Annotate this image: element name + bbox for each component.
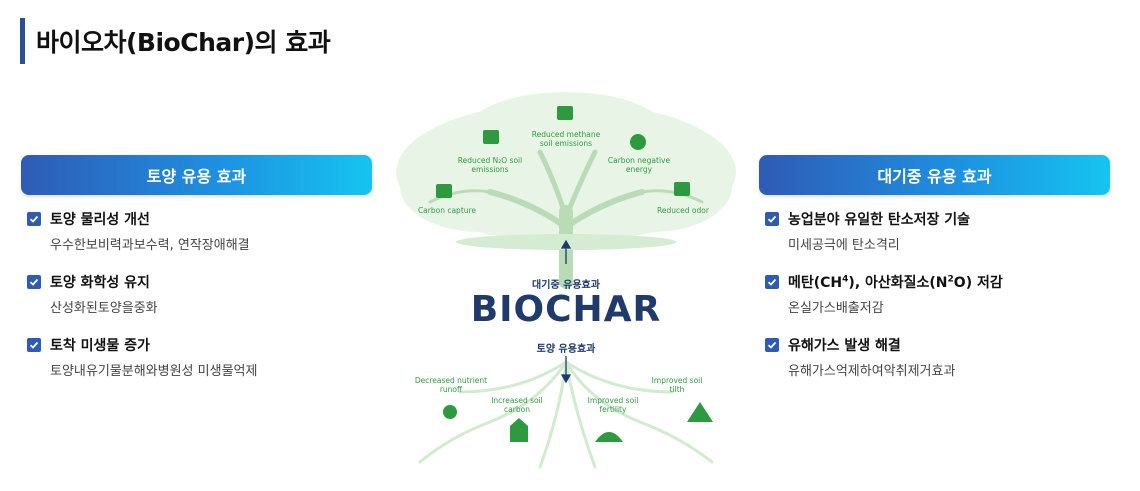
page-title: 바이오차(BioChar)의 효과	[36, 28, 331, 57]
benefit-label: Reduced odor	[657, 206, 709, 215]
item-title: 토착 미생물 증가	[50, 338, 150, 354]
list-item: 유해가스 발생 해결 유해가스억제하여악취제거효과	[759, 334, 1110, 397]
benefit-label: Carbon capture	[417, 206, 477, 215]
item-title: 토양 물리성 개선	[50, 212, 150, 228]
atmosphere-effect-label: 대기중 유용효과	[532, 280, 600, 291]
list-item: 메탄(CH4), 아산화질소(N2O) 저감 온실가스배출저감	[759, 271, 1110, 334]
item-description: 온실가스배출저감	[788, 301, 884, 316]
item-description: 미세공극에 탄소격리	[788, 238, 900, 253]
list-item: 농업분야 유일한 탄소저장 기술 미세공극에 탄소격리	[759, 208, 1110, 271]
soil-benefits-header: 토양 유용 효과	[21, 155, 372, 195]
ch4-icon	[557, 106, 573, 120]
page-header: 바이오차(BioChar)의 효과	[20, 18, 331, 64]
checkbox-icon	[765, 275, 779, 289]
item-title: 유해가스 발생 해결	[788, 338, 901, 354]
atmosphere-benefits-panel: 대기중 유용 효과 농업분야 유일한 탄소저장 기술 미세공극에 탄소격리 메탄…	[759, 155, 1110, 397]
atmosphere-benefits-header: 대기중 유용 효과	[759, 155, 1110, 195]
soil-benefits-panel: 토양 유용 효과 토양 물리성 개선 우수한보비력과보수력, 연작장애해결 토양…	[21, 155, 372, 397]
nutrient-icon	[443, 405, 457, 419]
item-description: 토양내유기물분해와병원성 미생물억제	[50, 364, 258, 379]
checkbox-icon	[765, 338, 779, 352]
checkbox-icon	[27, 338, 41, 352]
carbon-negative-icon	[630, 134, 646, 150]
soil-effect-label: 토양 유용효과	[536, 344, 596, 355]
n2o-icon	[483, 130, 499, 144]
list-item: 토착 미생물 증가 토양내유기물분해와병원성 미생물억제	[21, 334, 372, 397]
carbon-capture-icon	[436, 184, 452, 198]
item-description: 우수한보비력과보수력, 연작장애해결	[50, 238, 250, 253]
atmosphere-benefits-list: 농업분야 유일한 탄소저장 기술 미세공극에 탄소격리 메탄(CH4), 아산화…	[759, 208, 1110, 397]
checkbox-icon	[765, 212, 779, 226]
fertility-icon	[595, 432, 623, 442]
item-title: 농업분야 유일한 탄소저장 기술	[788, 212, 971, 228]
tree-illustration	[396, 92, 736, 469]
checkbox-icon	[27, 212, 41, 226]
soil-benefits-list: 토양 물리성 개선 우수한보비력과보수력, 연작장애해결 토양 화학성 유지 산…	[21, 208, 372, 397]
item-description: 산성화된토양을중화	[50, 301, 158, 316]
soil-carbon-icon	[510, 418, 528, 442]
item-description: 유해가스억제하여악취제거효과	[788, 364, 956, 379]
item-title: 메탄(CH4), 아산화질소(N2O) 저감	[788, 274, 1003, 291]
odor-icon	[674, 182, 690, 196]
list-item: 토양 물리성 개선 우수한보비력과보수력, 연작장애해결	[21, 208, 372, 271]
list-item: 토양 화학성 유지 산성화된토양을중화	[21, 271, 372, 334]
biochar-wordmark: BIOCHAR	[470, 289, 662, 330]
tilth-icon	[687, 402, 713, 422]
checkbox-icon	[27, 275, 41, 289]
title-accent-bar	[20, 18, 25, 64]
item-title: 토양 화학성 유지	[50, 275, 150, 291]
